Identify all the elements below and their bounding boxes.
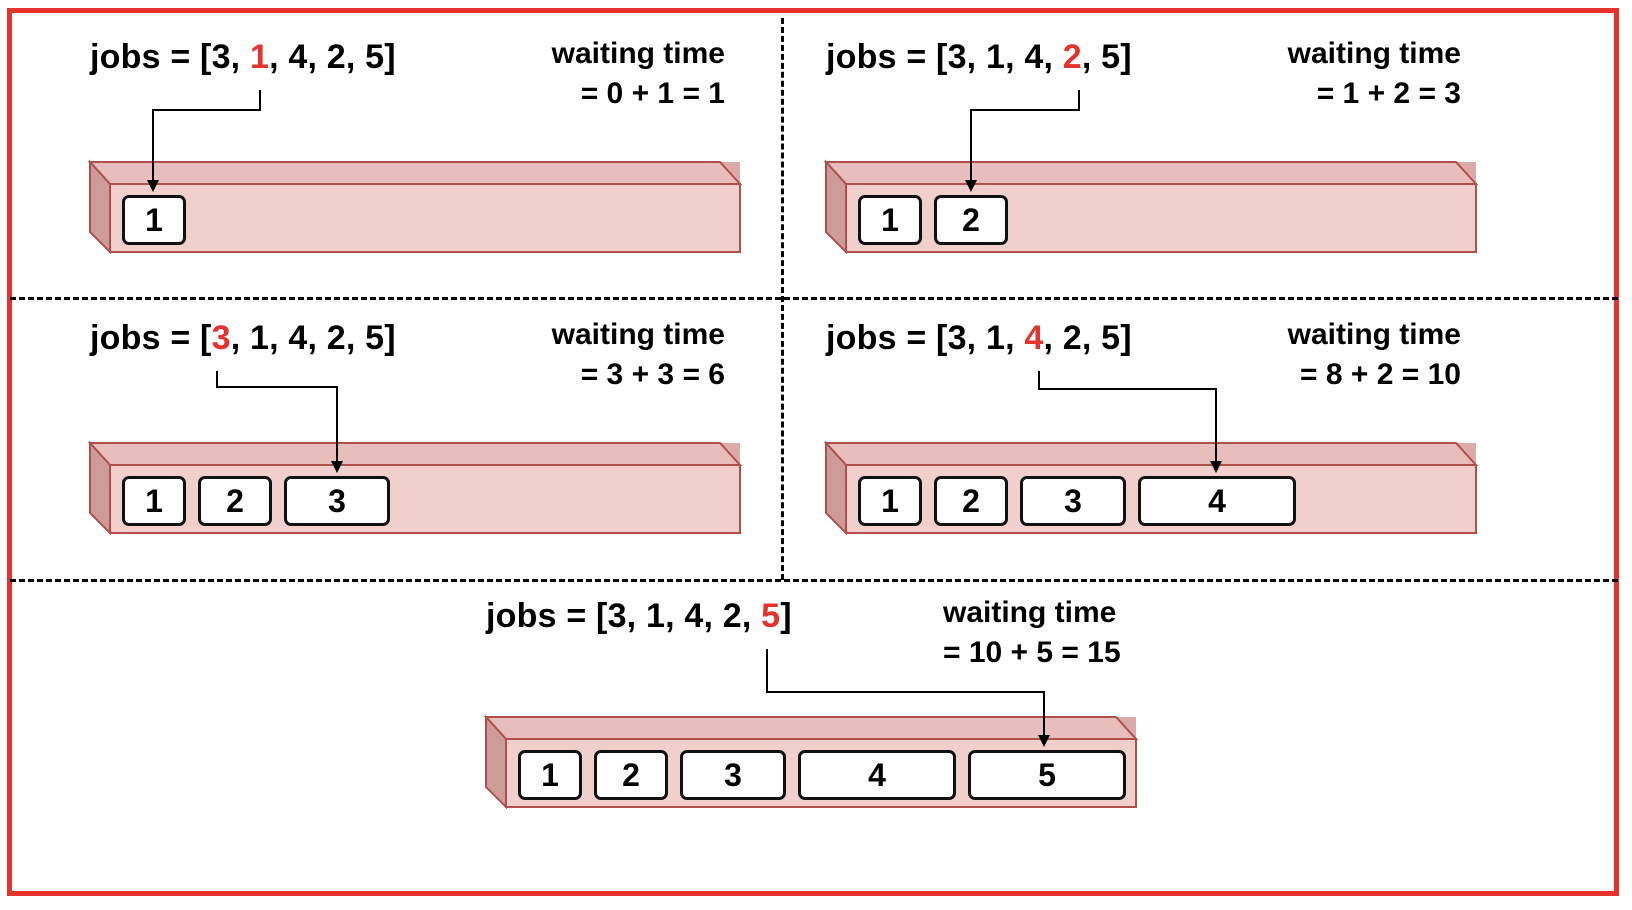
tube-shape <box>87 159 743 255</box>
jobs-array-label: jobs = [3, 1, 4, 2, 5] <box>826 38 1132 76</box>
panel-step-4: jobs = [3, 1, 4, 2, 5] waiting time= 8 +… <box>741 291 1479 551</box>
jobs-array-label: jobs = [3, 1, 4, 2, 5] <box>486 597 792 635</box>
divider-horizontal-top <box>10 297 1618 300</box>
job-slot-3: 3 <box>284 476 390 526</box>
job-slot-2: 2 <box>198 476 272 526</box>
job-slot-1: 1 <box>122 195 186 245</box>
job-slot-2: 2 <box>934 195 1008 245</box>
jobs-array-label: jobs = [3, 1, 4, 2, 5] <box>90 319 396 357</box>
highlighted-job: 2 <box>1062 38 1082 76</box>
waiting-time-label: waiting time= 8 + 2 = 10 <box>1287 318 1461 391</box>
job-slot-1: 1 <box>518 750 582 800</box>
panel-step-5: jobs = [3, 1, 4, 2, 5] waiting time= 10 … <box>401 569 1139 829</box>
waiting-time-label: waiting time= 3 + 3 = 6 <box>551 318 725 391</box>
waiting-time-label: waiting time= 10 + 5 = 15 <box>943 596 1121 669</box>
waiting-time-label: waiting time= 1 + 2 = 3 <box>1287 37 1461 110</box>
tube-shape <box>823 159 1479 255</box>
highlighted-job: 1 <box>249 38 270 76</box>
highlighted-job: 4 <box>1024 319 1044 357</box>
job-slot-3: 3 <box>680 750 786 800</box>
job-slot-1: 1 <box>858 476 922 526</box>
job-slot-2: 2 <box>594 750 668 800</box>
jobs-array-label: jobs = [3, 1, 4, 2, 5] <box>90 38 396 76</box>
queue-tube: 1 <box>87 159 770 262</box>
job-slot-5: 5 <box>968 750 1126 800</box>
divider-vertical <box>781 18 784 580</box>
job-slot-4: 4 <box>1138 476 1296 526</box>
outer-frame <box>7 8 1619 896</box>
divider-horizontal-bottom <box>10 579 1618 582</box>
panel-step-3: jobs = [3, 1, 4, 2, 5] waiting time= 3 +… <box>5 291 743 551</box>
job-slot-1: 1 <box>858 195 922 245</box>
job-slot-3: 3 <box>1020 476 1126 526</box>
queue-tube: 1 2 <box>823 159 1506 262</box>
waiting-time-label: waiting time= 0 + 1 = 1 <box>551 37 725 110</box>
job-slot-2: 2 <box>934 476 1008 526</box>
panel-step-1: jobs = [3, 1, 4, 2, 5] waiting time= 0 +… <box>5 10 743 270</box>
panel-step-2: jobs = [3, 1, 4, 2, 5] waiting time= 1 +… <box>741 10 1479 270</box>
queue-tube: 1 2 3 4 <box>823 440 1506 543</box>
queue-tube: 1 2 3 4 5 <box>483 714 1166 817</box>
job-slot-4: 4 <box>798 750 956 800</box>
highlighted-job: 3 <box>211 319 231 357</box>
job-slot-1: 1 <box>122 476 186 526</box>
jobs-array-label: jobs = [3, 1, 4, 2, 5] <box>826 319 1132 357</box>
queue-tube: 1 2 3 <box>87 440 770 543</box>
tube-shape <box>87 440 743 536</box>
highlighted-job: 5 <box>761 597 781 635</box>
